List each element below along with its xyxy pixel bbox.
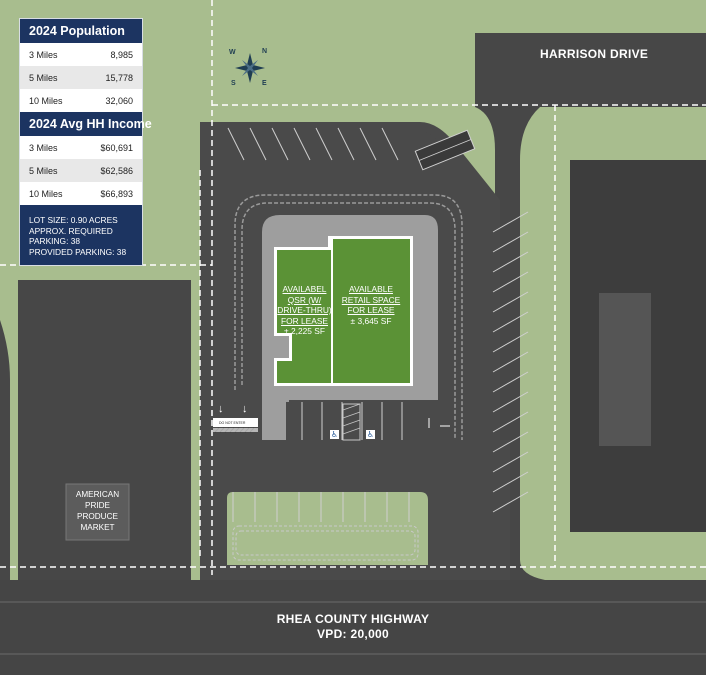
rhea-county-highway-label: RHEA COUNTY HIGHWAY bbox=[276, 612, 430, 626]
row-value: 32,060 bbox=[105, 95, 133, 106]
compass-s: S bbox=[231, 80, 236, 87]
income-row: 3 Miles $60,691 bbox=[20, 136, 142, 159]
compass-n: N bbox=[262, 48, 268, 55]
market-line3: PRODUCE bbox=[77, 512, 118, 521]
harrison-drive bbox=[475, 33, 706, 107]
row-label: 10 Miles bbox=[29, 95, 63, 106]
qsr-line3: DRIVE-THRU) bbox=[277, 305, 332, 315]
north-drive-aisle bbox=[228, 130, 450, 170]
lot-size: LOT SIZE: 0.90 ACRES bbox=[29, 215, 118, 225]
income-row: 10 Miles $66,893 bbox=[20, 182, 142, 205]
drive-thru-loop-outer bbox=[234, 194, 463, 440]
qsr-line1: AVAILABEL bbox=[282, 284, 327, 294]
front-parking-stripes bbox=[301, 402, 403, 440]
traffic-count-label: VPD: 20,000 bbox=[316, 627, 389, 641]
market-line4: MARKET bbox=[80, 523, 115, 532]
drive-thru-lane-marking bbox=[232, 525, 419, 561]
row-value: $66,893 bbox=[100, 188, 133, 199]
east-parking-stripes bbox=[492, 211, 529, 513]
accessible-parking-icon: ♿ bbox=[366, 430, 375, 439]
grass-island-south bbox=[227, 492, 428, 565]
retail-size: ± 3,645 SF bbox=[350, 315, 392, 326]
retail-unit-label: AVAILABLE RETAIL SPACE FOR LEASE ± 3,645… bbox=[333, 284, 409, 326]
row-label: 3 Miles bbox=[29, 49, 58, 60]
front-parking-row bbox=[286, 402, 426, 442]
qsr-unit-label: AVAILABEL QSR (W/ DRIVE-THRU) FOR LEASE … bbox=[277, 284, 332, 337]
harrison-drive-label: HARRISON DRIVE bbox=[540, 47, 649, 61]
compass-e: E bbox=[262, 80, 267, 87]
do-not-enter-text: DO NOT ENTER bbox=[219, 421, 246, 425]
row-label: 10 Miles bbox=[29, 188, 63, 199]
do-not-enter-bar bbox=[213, 418, 258, 427]
market-line1: AMERICAN bbox=[75, 490, 120, 499]
east-building-roof-unit bbox=[599, 293, 651, 446]
row-label: 5 Miles bbox=[29, 72, 58, 83]
required-parking-label: APPROX. REQUIRED bbox=[29, 225, 113, 236]
row-label: 5 Miles bbox=[29, 165, 58, 176]
south-parking-stripes bbox=[232, 492, 410, 522]
do-not-enter-hatch-band bbox=[213, 428, 258, 432]
qsr-line2: QSR (W/ bbox=[287, 294, 322, 305]
lot-info: LOT SIZE: 0.90 ACRES APPROX. REQUIRED PA… bbox=[20, 205, 142, 265]
ada-access-aisle bbox=[342, 403, 361, 441]
property-boundary-lines bbox=[0, 0, 706, 575]
row-value: 8,985 bbox=[110, 49, 133, 60]
compass-w: W bbox=[229, 49, 236, 56]
required-parking-value: PARKING: 38 bbox=[29, 236, 81, 246]
population-header: 2024 Population bbox=[20, 19, 142, 43]
retail-line2: RETAIL SPACE bbox=[341, 294, 401, 305]
north-parking-stripes bbox=[227, 127, 399, 161]
drive-thru-lane-marking-inner bbox=[235, 530, 416, 556]
ada-aisle-hatch bbox=[342, 403, 361, 435]
row-value: 15,778 bbox=[105, 72, 133, 83]
entry-arrow-icon: ↓ bbox=[218, 403, 224, 415]
lease-building-fill bbox=[277, 239, 410, 383]
population-row: 3 Miles 8,985 bbox=[20, 43, 142, 66]
row-value: $62,586 bbox=[100, 165, 133, 176]
access-road-east bbox=[475, 107, 545, 580]
demographics-panel: 2024 Population 3 Miles 8,985 5 Miles 15… bbox=[20, 19, 152, 265]
retail-line3: FOR LEASE bbox=[347, 305, 395, 315]
row-label: 3 Miles bbox=[29, 142, 58, 153]
income-row: 5 Miles $62,586 bbox=[20, 159, 142, 182]
drive-thru-loop-inner bbox=[241, 202, 456, 438]
dumpster-enclosure bbox=[414, 129, 476, 171]
west-road-edge bbox=[0, 320, 10, 580]
provided-parking: PROVIDED PARKING: 38 bbox=[29, 246, 127, 257]
row-value: $60,691 bbox=[100, 142, 133, 153]
income-header: 2024 Avg HH Income bbox=[20, 112, 152, 136]
market-line2: PRIDE bbox=[84, 501, 111, 510]
market-building bbox=[65, 483, 130, 541]
accessible-parking-icon: ♿ bbox=[330, 430, 339, 439]
market-label: AMERICAN PRIDE PRODUCE MARKET bbox=[66, 489, 129, 533]
population-row: 5 Miles 15,778 bbox=[20, 66, 142, 89]
compass-rose-icon bbox=[235, 53, 265, 83]
population-row: 10 Miles 32,060 bbox=[20, 89, 142, 112]
retail-line1: AVAILABLE bbox=[349, 284, 393, 294]
entry-arrow-icon: ↓ bbox=[242, 403, 248, 415]
rhea-county-highway bbox=[0, 580, 706, 675]
qsr-size: ± 2,225 SF bbox=[284, 326, 325, 336]
qsr-line4: FOR LEASE bbox=[280, 315, 328, 326]
